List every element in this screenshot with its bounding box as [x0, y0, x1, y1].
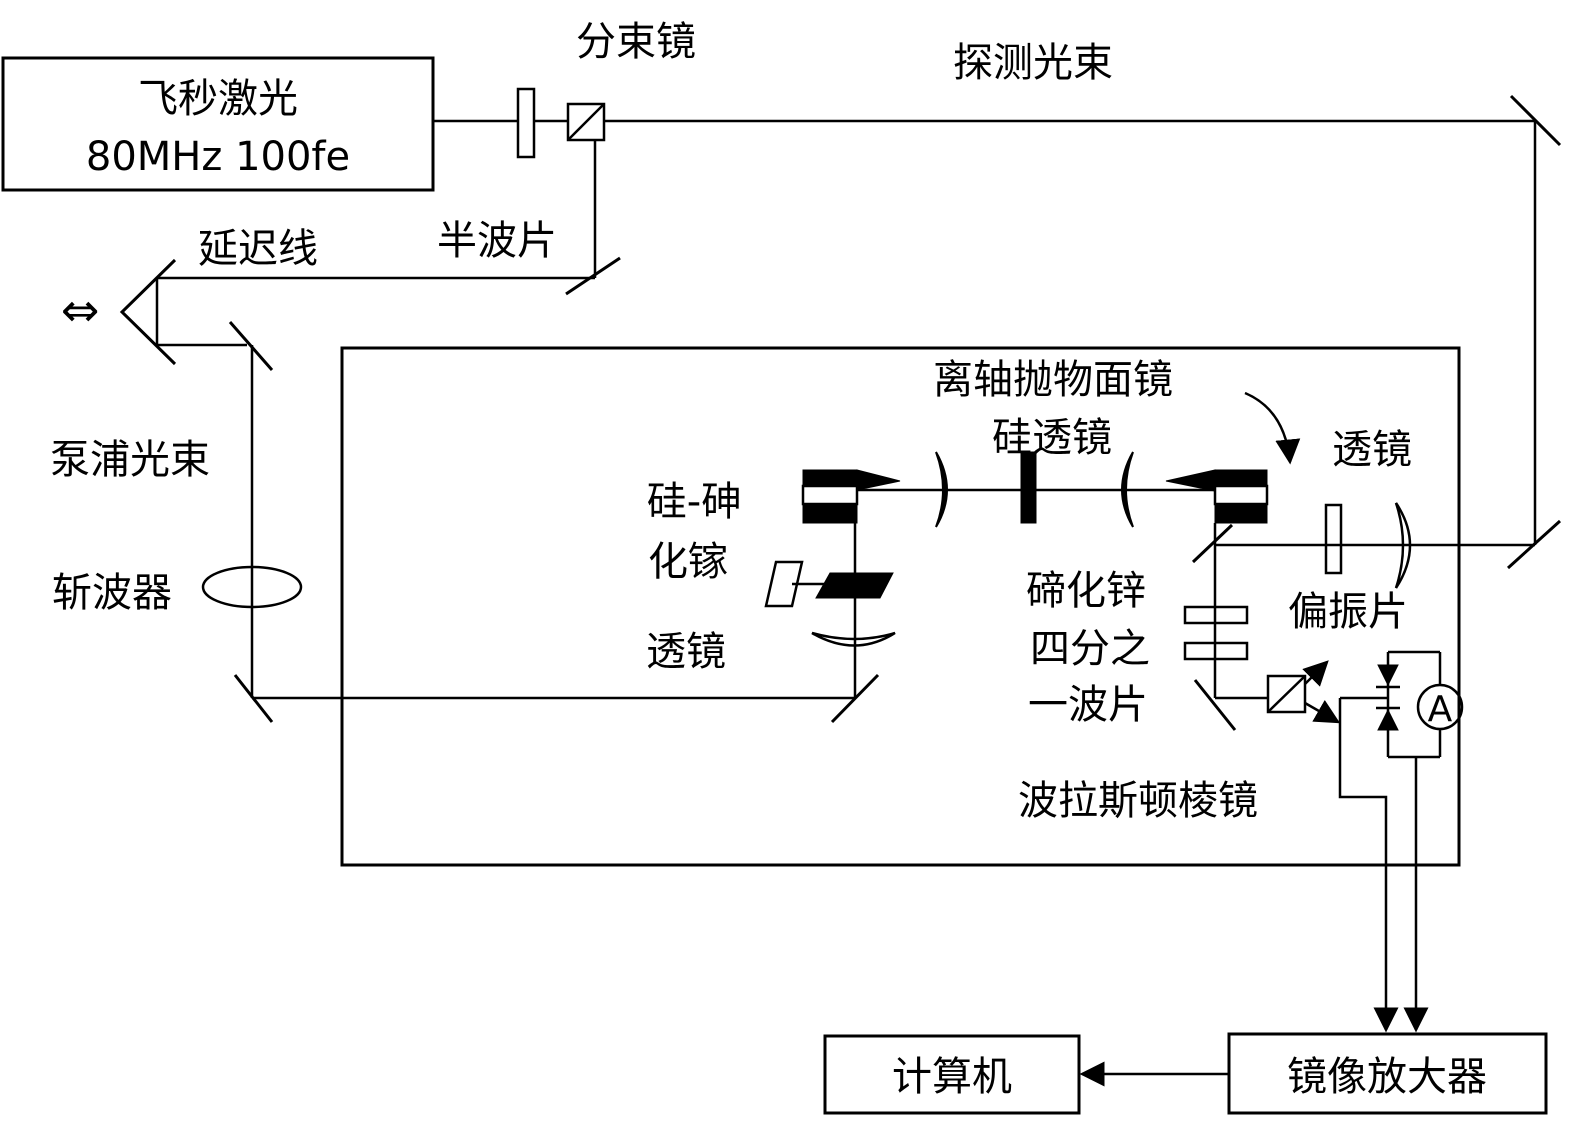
- laser-label-line1: 飞秒激光: [138, 76, 298, 122]
- silicon-lens-label: 硅透镜: [992, 415, 1112, 461]
- enclosure-box: [340, 346, 1461, 867]
- gaas-label-line2: 化镓: [648, 539, 728, 585]
- mirror-znte: [1191, 523, 1234, 564]
- chopper-label: 斩波器: [52, 570, 172, 616]
- pump-beam-label: 泵浦光束: [50, 437, 210, 483]
- lockin-box: [1227, 1032, 1548, 1115]
- waveplate-element: [516, 87, 536, 159]
- qwp-plate-top: [1183, 605, 1249, 625]
- qwp-plate-bottom: [1183, 641, 1249, 661]
- polarizer-label: 偏振片: [1288, 589, 1408, 635]
- gaas-label-line1: 硅-砷: [647, 479, 741, 525]
- lens-right-label: 透镜: [1332, 427, 1412, 473]
- znte-label: 碲化锌: [1026, 568, 1146, 614]
- znte-gap: [1213, 484, 1269, 506]
- beam-splitter-diagonal: [567, 103, 605, 141]
- retroreflector: [119, 258, 177, 366]
- parabolic-mirror-right: [1165, 469, 1216, 492]
- polarizer-element: [1324, 503, 1343, 575]
- wollaston-beam-down: [1304, 699, 1341, 724]
- ammeter-icon: [1416, 683, 1464, 731]
- off-axis-mirror-label: 离轴抛物面镜: [933, 357, 1173, 403]
- parabolic-mirror-left: [856, 469, 901, 491]
- znte-bar-top: [1214, 469, 1268, 487]
- gaas-plate-outline: [764, 560, 804, 608]
- wollaston-label: 波拉斯顿棱镜: [1018, 778, 1258, 824]
- lens-arc-left: [935, 451, 948, 528]
- computer-box: [823, 1034, 1081, 1115]
- laser-label-line2: 80MHz 100fe: [86, 134, 350, 180]
- gaas-bar-top: [802, 469, 858, 487]
- lockin-label: 镜像放大器: [1287, 1054, 1487, 1100]
- lens-left-shape: [811, 631, 896, 647]
- silicon-lens-element: [1020, 451, 1037, 524]
- half-wave-label: 半波片: [437, 218, 557, 264]
- photodiode-bottom-icon: [1377, 708, 1399, 731]
- lens-arc-right: [1121, 451, 1134, 528]
- qwp-label-line2: 一波片: [1028, 682, 1148, 728]
- computer-label: 计算机: [892, 1054, 1012, 1100]
- gaas-bar-bottom: [802, 503, 858, 524]
- mirror-half-wave: [565, 256, 621, 296]
- delay-arrow-icon: ⇔: [61, 283, 100, 337]
- photodiode-top-icon: [1377, 664, 1399, 687]
- lens-right-shape: [1394, 502, 1412, 589]
- qwp-label-line1: 四分之: [1030, 626, 1150, 672]
- pointer-arrow: [1244, 391, 1301, 465]
- mirror-before-wollaston: [1193, 679, 1237, 731]
- signal-wire-left: [1338, 698, 1399, 1033]
- lens-left-label: 透镜: [646, 629, 726, 675]
- beam-splitter-label: 分束镜: [576, 19, 696, 65]
- znte-bar-bottom: [1214, 503, 1268, 524]
- mirror-bottom-center: [830, 673, 880, 724]
- laser-box: [1, 56, 435, 192]
- gaas-plate-tilted: [815, 572, 894, 599]
- chopper-wheel: [201, 565, 303, 609]
- probe-beam-label: 探测光束: [953, 40, 1113, 86]
- wollaston-diagonal: [1267, 675, 1306, 713]
- wollaston-beam-up: [1302, 660, 1329, 687]
- delay-line-label: 延迟线: [198, 226, 318, 272]
- gaas-gap: [801, 484, 859, 506]
- wollaston-prism: [1266, 674, 1307, 714]
- ammeter-label: A: [1428, 689, 1453, 730]
- mirror-top-right: [1509, 94, 1562, 147]
